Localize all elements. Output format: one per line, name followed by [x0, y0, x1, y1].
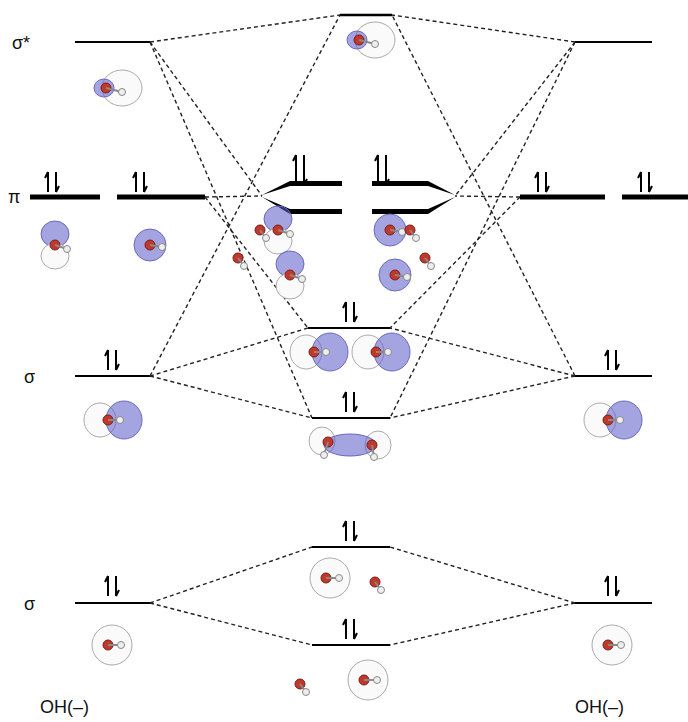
energy-level	[30, 195, 100, 200]
correlation-line	[390, 42, 575, 418]
correlation-line	[150, 547, 312, 603]
energy-level	[622, 195, 688, 200]
electron-arrows	[45, 155, 652, 639]
energy-level	[312, 546, 390, 548]
correlation-line	[390, 328, 575, 376]
energy-level	[75, 375, 150, 377]
correlation-line	[150, 328, 308, 376]
correlation-line	[150, 376, 312, 418]
correlation-line	[392, 15, 575, 376]
pi-level	[372, 197, 455, 214]
correlation-line	[392, 15, 575, 42]
correlation-line	[150, 15, 340, 42]
ion-label: OH(–)	[575, 698, 624, 716]
pi-level	[262, 181, 342, 195]
energy-level	[312, 417, 390, 419]
energy-level	[75, 602, 150, 604]
correlation-line	[205, 197, 308, 328]
ion-label: OH(–)	[40, 698, 89, 716]
correlation-line	[390, 547, 575, 603]
correlation-line	[150, 603, 312, 645]
energy-level	[312, 644, 390, 646]
correlation-line	[205, 196, 262, 197]
energy-level	[575, 375, 652, 377]
energy-level	[575, 41, 652, 43]
orbital-label: σ	[24, 368, 35, 386]
energy-level	[117, 195, 205, 200]
pi-level	[372, 181, 455, 195]
correlation-line	[150, 42, 262, 196]
correlation-line	[390, 197, 520, 328]
correlation-line	[390, 603, 575, 645]
orbital-label: π	[8, 188, 20, 206]
energy-level	[308, 327, 390, 329]
orbital-label: σ	[24, 595, 35, 613]
energy-level	[520, 195, 605, 200]
energy-level	[75, 41, 150, 43]
energy-level	[575, 602, 652, 604]
correlation-line	[455, 196, 520, 197]
orbital-label: σ*	[12, 34, 30, 52]
energy-level	[340, 14, 392, 17]
orbital-plots	[41, 22, 642, 700]
correlation-line	[455, 42, 575, 196]
correlation-line	[390, 376, 575, 418]
correlation-line	[150, 15, 340, 376]
correlation-line	[150, 42, 312, 418]
